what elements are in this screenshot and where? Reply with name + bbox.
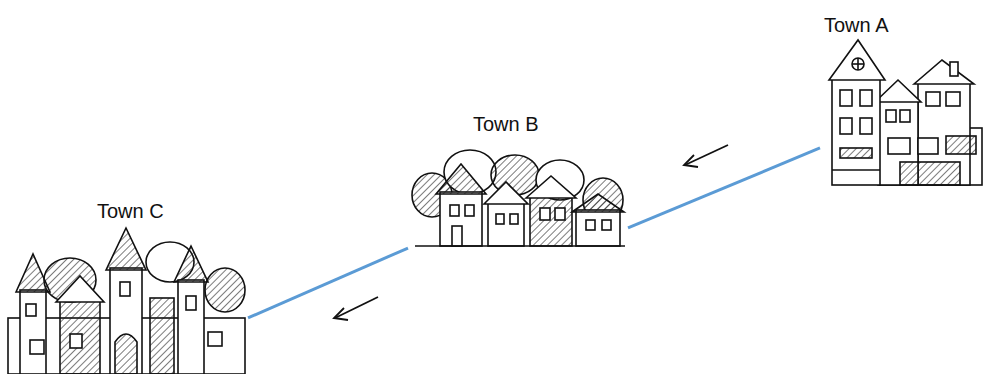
direction-arrows [334, 145, 728, 320]
town-node: Town A [820, 10, 986, 188]
road-line-stroke [248, 248, 408, 318]
town-a-drawing [829, 40, 982, 185]
town-c-drawing [8, 228, 245, 374]
town-node: Town C [5, 195, 248, 374]
town-label: Town C [97, 200, 164, 222]
town-b-drawing [412, 150, 625, 246]
road-line-stroke [628, 148, 820, 228]
town-label: Town A [824, 14, 888, 36]
road-line [248, 248, 408, 318]
town-label: Town B [473, 113, 539, 135]
town-node: Town B [408, 108, 628, 250]
road-line [628, 148, 820, 228]
